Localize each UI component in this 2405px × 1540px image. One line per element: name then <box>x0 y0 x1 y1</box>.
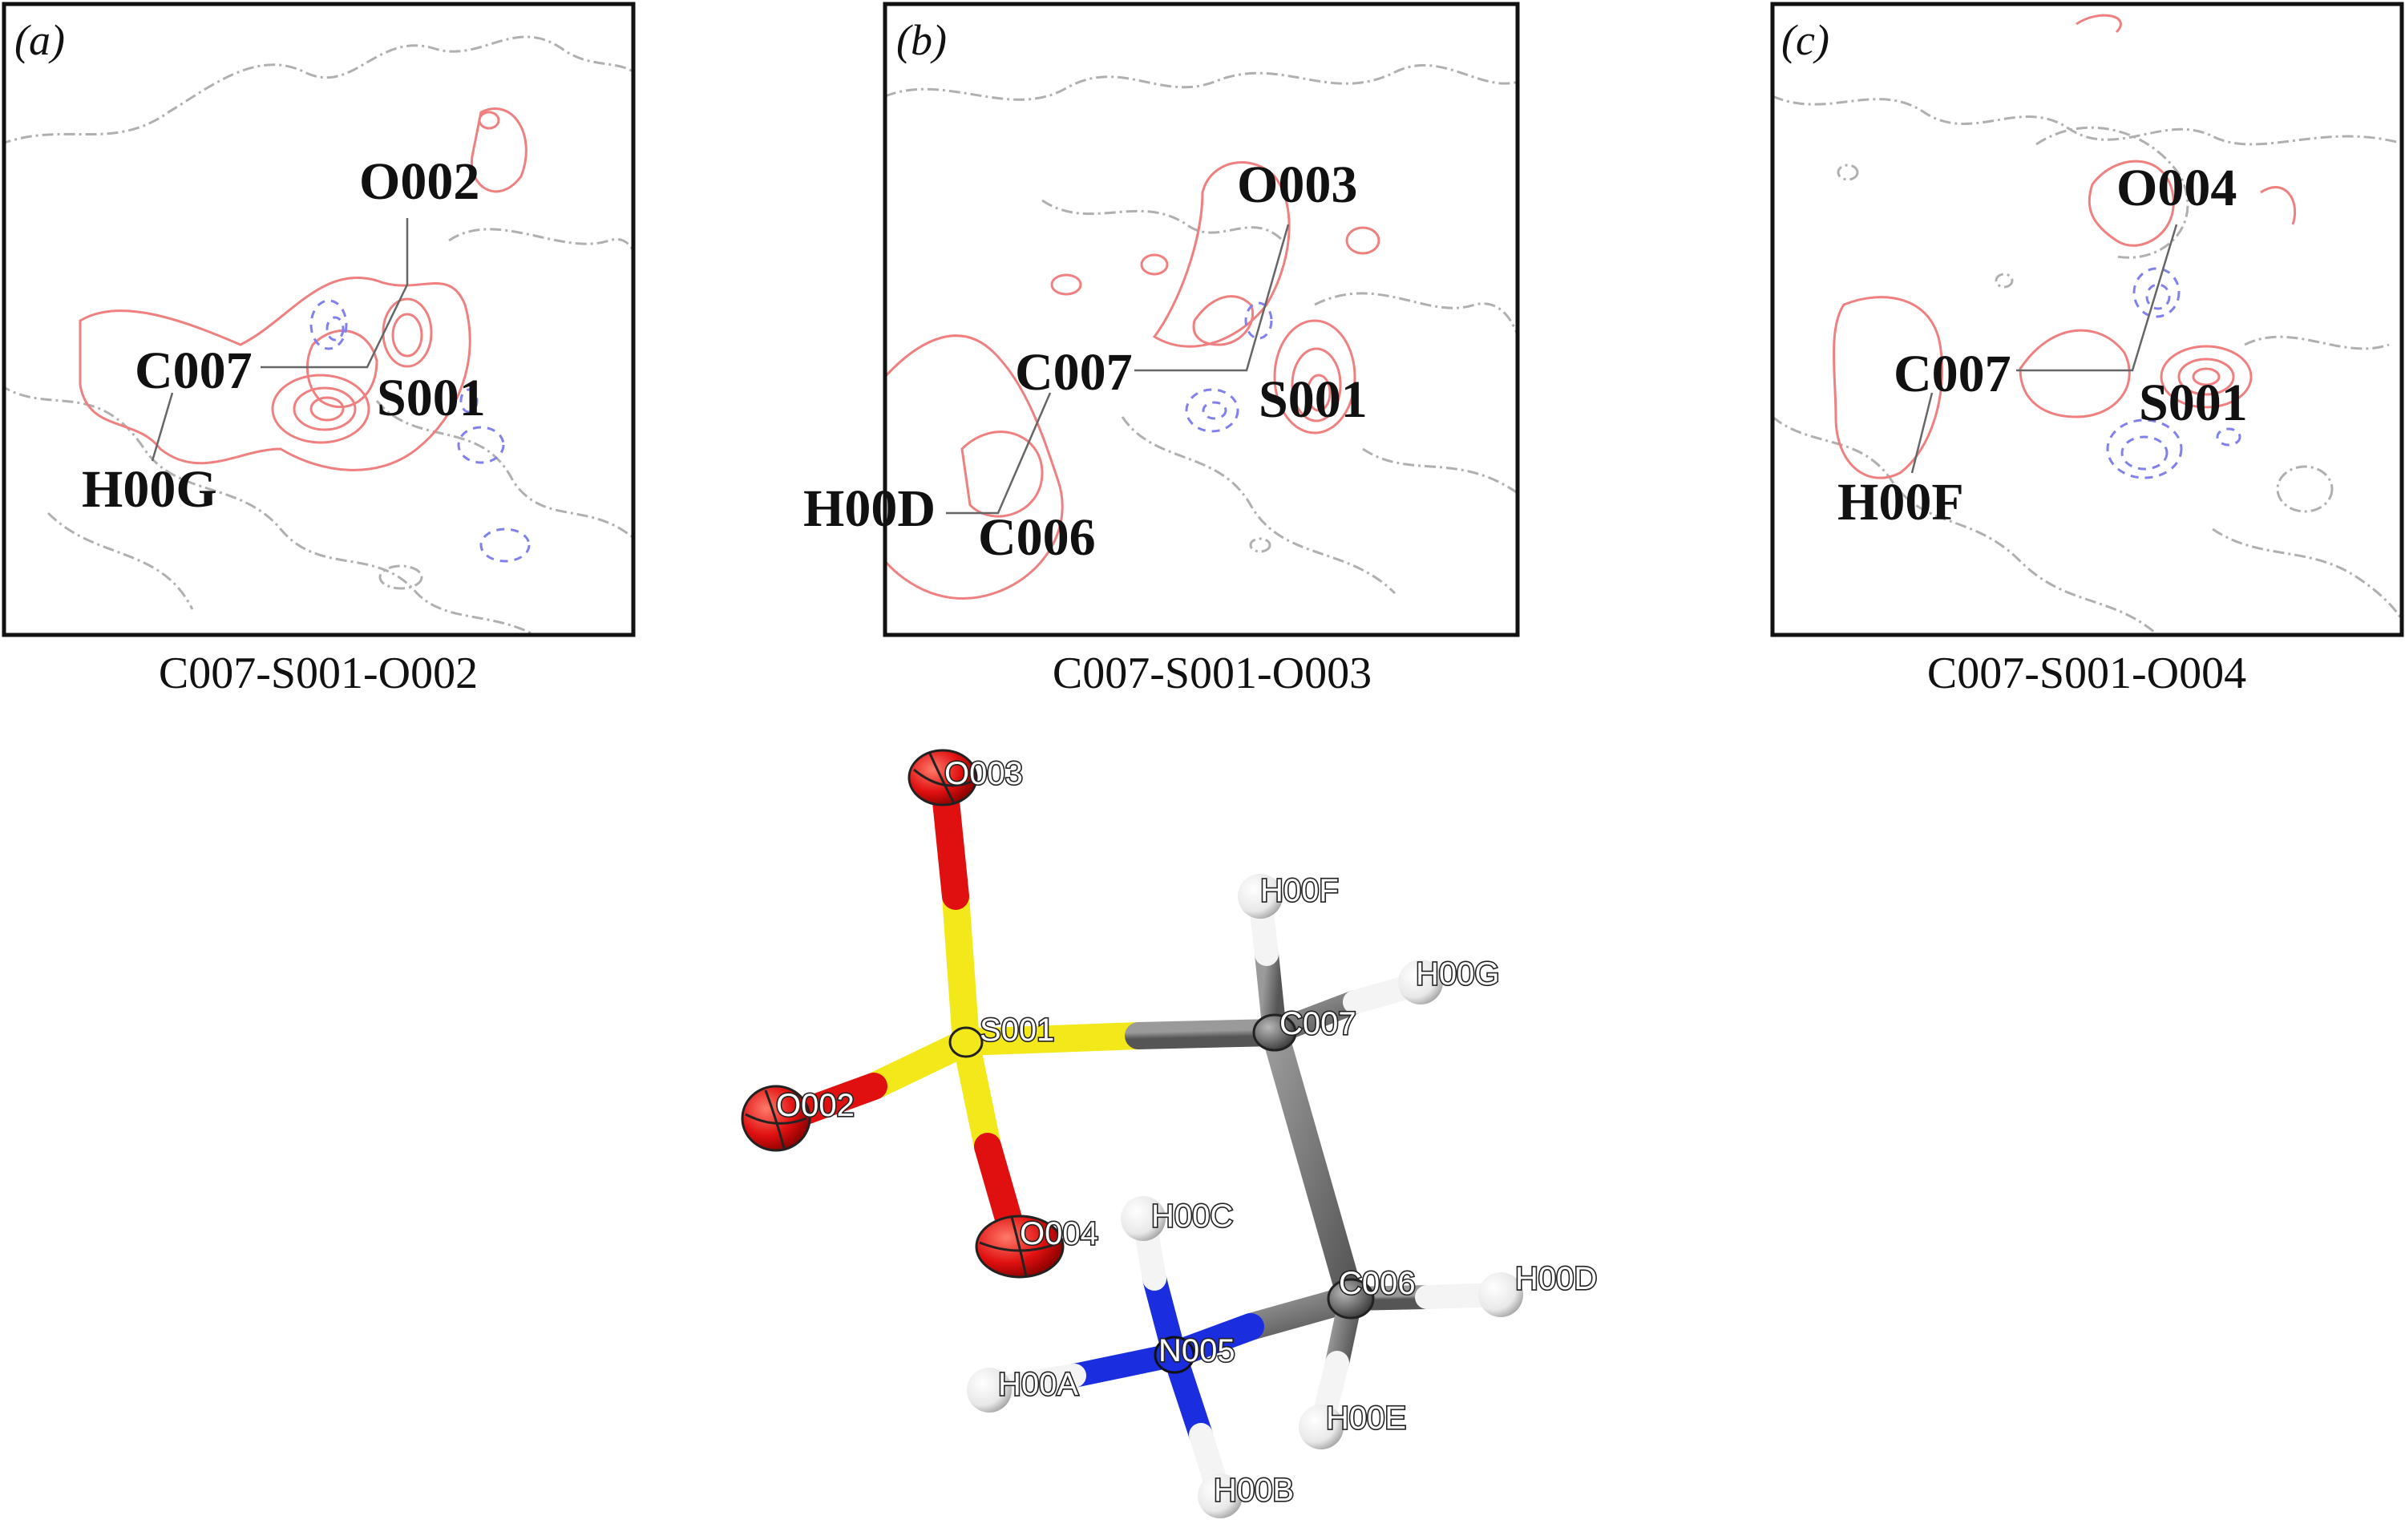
bonds <box>766 772 1510 1503</box>
label-low-a: H00G <box>82 460 217 519</box>
contour-map-a <box>4 35 633 635</box>
label-left-a: C007 <box>135 342 253 400</box>
atom-labels: O003 S001 O002 O004 C007 H00F H00G C006 … <box>774 754 1598 1509</box>
label-top-a: O002 <box>359 152 479 211</box>
atom-h00a <box>967 1368 1012 1413</box>
atom-h00d <box>1478 1272 1523 1317</box>
atom-o003 <box>907 749 978 806</box>
label-left-c: C007 <box>1894 345 2011 403</box>
label-c007: C007 <box>1279 1006 1356 1041</box>
caption-b: C007-S001-O003 <box>1053 649 1372 698</box>
label-center-a: S001 <box>377 369 486 427</box>
label-h00d: H00D <box>1515 1261 1597 1296</box>
panel-c: (c) O004 S001 C007 H00F C007-S001-O004 <box>1770 2 2404 698</box>
atom-h00f <box>1238 874 1283 919</box>
caption-c: C007-S001-O004 <box>1927 649 2246 698</box>
label-center-b: S001 <box>1259 370 1368 429</box>
label-far-b: H00D <box>803 479 936 538</box>
leader-line-h-c <box>1910 392 1934 474</box>
label-left-b: C007 <box>1015 343 1133 402</box>
atom-h00e <box>1299 1405 1344 1449</box>
label-h00a: H00A <box>998 1367 1078 1402</box>
label-n005: N005 <box>1158 1333 1235 1368</box>
label-low-c: H00F <box>1837 473 1964 532</box>
label-h00b: H00B <box>1214 1473 1294 1508</box>
label-o004: O004 <box>1020 1216 1098 1251</box>
atom-n005 <box>1154 1336 1195 1374</box>
label-c006: C006 <box>1339 1266 1416 1301</box>
atom-s001 <box>948 1026 984 1058</box>
label-low-b: C006 <box>978 508 1096 567</box>
panel-letter-b: (b) <box>896 16 947 64</box>
atom-h00g <box>1398 960 1443 1004</box>
atom-h00b <box>1198 1473 1243 1518</box>
leader-lines-a <box>261 218 409 369</box>
atoms <box>741 749 1523 1518</box>
atom-c007 <box>1252 1013 1297 1052</box>
panel-frame-a <box>2 2 636 637</box>
panel-letter-c: (c) <box>1781 16 1829 64</box>
panel-frame-c <box>1770 2 2404 637</box>
caption-a: C007-S001-O002 <box>159 649 478 698</box>
panel-a: (a) O002 S001 C007 H00G C007-S001-O002 <box>2 2 636 698</box>
panel-letter-a: (a) <box>14 16 65 64</box>
label-o003: O003 <box>944 756 1023 791</box>
label-h00e: H00E <box>1326 1401 1406 1436</box>
molecule-structure: O003 S001 O002 O004 C007 H00F H00G C006 … <box>741 749 1599 1518</box>
leader-lines-b <box>1134 224 1290 372</box>
label-h00c: H00C <box>1151 1198 1233 1234</box>
label-o002: O002 <box>776 1088 855 1123</box>
label-top-b: O003 <box>1237 156 1357 214</box>
panel-frame-b <box>883 2 1520 637</box>
label-top-c: O004 <box>2116 159 2237 217</box>
label-h00f: H00F <box>1260 873 1339 908</box>
label-s001: S001 <box>980 1013 1054 1048</box>
panel-b: (b) O003 S001 C007 C006 H00D C007-S001-O… <box>803 2 1520 698</box>
leader-lines-c <box>2016 224 2178 372</box>
contour-map-c <box>1772 14 2402 635</box>
leader-line-h-a <box>151 392 174 462</box>
atom-c006 <box>1327 1278 1375 1320</box>
label-center-c: S001 <box>2139 374 2248 432</box>
leader-line-h-b <box>946 392 1052 515</box>
label-h00g: H00G <box>1416 956 1500 992</box>
atom-h00c <box>1121 1196 1166 1241</box>
